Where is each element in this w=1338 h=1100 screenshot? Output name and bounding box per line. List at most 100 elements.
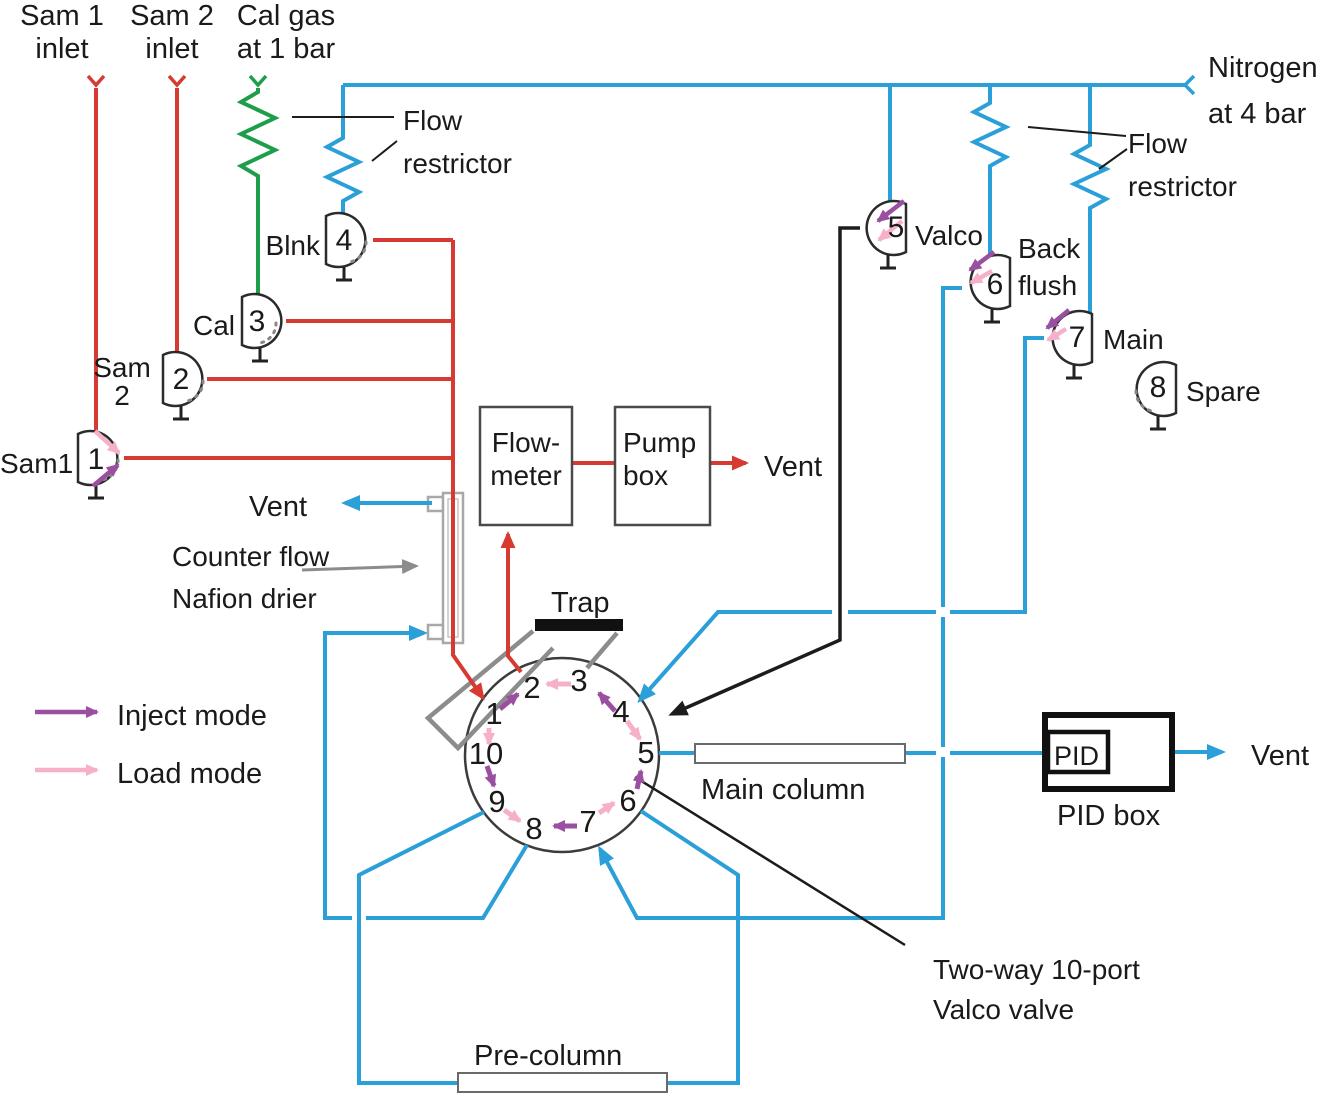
sample-lines: [86, 74, 749, 701]
port2-to-flowmeter: [500, 531, 523, 674]
trap-tube: [424, 619, 623, 752]
port6-to-precolumn: [639, 809, 740, 1085]
label-vent-pid: Vent: [1251, 740, 1310, 772]
valve2-number: 2: [172, 363, 190, 396]
port-7: 7: [579, 804, 597, 839]
label-valve1: Sam1: [0, 448, 74, 479]
port-1: 1: [485, 696, 503, 731]
main-restrictor-line: [1069, 85, 1111, 314]
valve1-inject-arrow: [91, 463, 120, 488]
nafion-drier: [426, 491, 465, 645]
port-8: 8: [525, 811, 543, 846]
label-valve5: Valco: [915, 220, 983, 251]
label-pid-box: PID box: [1057, 800, 1161, 832]
valve5-load-arrow: [877, 219, 904, 242]
port-9: 9: [488, 784, 506, 819]
pump-box: [613, 405, 712, 527]
main-carrier-to-port4: [640, 336, 1044, 700]
pointer-flow-restrictor-blue: [371, 140, 398, 162]
label-nafion-drier: Counter flow Nafion drier: [172, 541, 330, 614]
valve6-load-arrow: [969, 269, 994, 285]
valve3-body: [240, 292, 283, 350]
label-pre-column: Pre-column: [474, 1040, 623, 1072]
port9-to-precolumn: [357, 810, 485, 1085]
valco-actuation-line: [668, 226, 860, 716]
label-pump-box: Pump box: [623, 427, 697, 492]
load-arrow-7-6: [597, 800, 616, 816]
valve5-inject-arrow: [876, 199, 906, 223]
manifold-to-port1: [451, 240, 485, 701]
label-legend-load: Load mode: [117, 758, 263, 790]
cal-inlet-chevron: [248, 74, 268, 88]
valve-stems: [88, 255, 1166, 500]
valve7-number: 7: [1068, 321, 1086, 354]
valve7-load-arrow: [1046, 327, 1068, 342]
pid-inner-box: [1045, 729, 1111, 775]
pointer-flow-restrictor-b: [1098, 148, 1128, 170]
cal-gas-line: [236, 74, 280, 297]
component-boxes: [457, 405, 1175, 1093]
valve4-number: 4: [335, 224, 353, 257]
legend-arrows: [35, 706, 99, 776]
label-cal-gas-inlet: Cal gas at 1 bar: [236, 0, 336, 66]
drier-pointer-arrow: [301, 558, 419, 574]
sam2-inlet-chevron: [167, 74, 187, 88]
valve3-number: 3: [248, 305, 266, 338]
port8-to-drier: [323, 633, 529, 920]
inject-arrow-1-2: [498, 692, 520, 711]
cal-restrictor-line: [236, 88, 280, 297]
port-5: 5: [637, 735, 655, 770]
label-main-column: Main column: [701, 774, 866, 806]
port-3: 3: [570, 663, 588, 698]
label-valve7: Main: [1103, 324, 1164, 355]
label-pid: PID: [1054, 741, 1100, 771]
label-valve3: Cal: [192, 310, 235, 341]
label-vent-drier: Vent: [249, 491, 308, 523]
valve6-number: 6: [986, 268, 1004, 301]
inject-arrow-10-9: [484, 765, 497, 788]
load-arrow-4-5: [624, 719, 643, 741]
flowmeter-box: [478, 405, 574, 527]
label-flow-restrictor-right: Flow restrictor: [1128, 128, 1237, 202]
valve8-number: 8: [1149, 371, 1167, 404]
inject-arrow-4-3: [597, 691, 617, 713]
port-10: 10: [468, 736, 504, 771]
label-flow-restrictor-left: Flow restrictor: [403, 105, 512, 179]
valve1-load-arrow: [93, 429, 121, 455]
sam1-inlet-chevron: [86, 74, 106, 88]
valve1-number: 1: [87, 443, 105, 476]
valve7-inject-arrow: [1045, 308, 1071, 330]
main-column-box: [694, 743, 906, 764]
port-4: 4: [612, 694, 630, 729]
label-nitrogen-inlet: Nitrogen at 4 bar: [1208, 52, 1318, 131]
label-valve8: Spare: [1186, 376, 1261, 407]
pre-column-box: [457, 1072, 668, 1093]
port-6: 6: [619, 783, 637, 818]
blank-restrictor-line: [322, 85, 364, 216]
label-flowmeter: Flow- meter: [490, 427, 562, 492]
label-trap: Trap: [551, 587, 610, 619]
label-sam1-inlet: Sam 1 inlet: [20, 0, 104, 66]
backflush-restrictor-line: [969, 85, 1011, 258]
label-valve4: Blnk: [265, 230, 320, 261]
port-2: 2: [523, 670, 541, 705]
port-arrows: [483, 678, 645, 832]
inject-arrow-6-5: [632, 769, 645, 790]
label-valco-caption: Two-way 10-port Valco valve: [933, 954, 1140, 1026]
valve5-number: 5: [887, 211, 905, 244]
label-valve2: Sam 2: [93, 352, 151, 411]
label-sam2-inlet: Sam 2 inlet: [130, 0, 214, 66]
pointer-flow-restrictor-a: [1027, 126, 1127, 137]
nitrogen-lines: [322, 74, 1226, 1085]
pointer-valco-caption: [634, 775, 906, 947]
label-vent-pump: Vent: [764, 451, 823, 483]
label-valve6: Back flush: [1018, 233, 1081, 301]
label-legend-inject: Inject mode: [117, 700, 267, 732]
pointer-lines: [292, 116, 1128, 947]
valve6-inject-arrow: [968, 250, 996, 272]
trap-heater-bar: [535, 619, 623, 631]
backflush-to-port7: [600, 286, 962, 920]
nitrogen-inlet-chevron: [1182, 74, 1196, 96]
